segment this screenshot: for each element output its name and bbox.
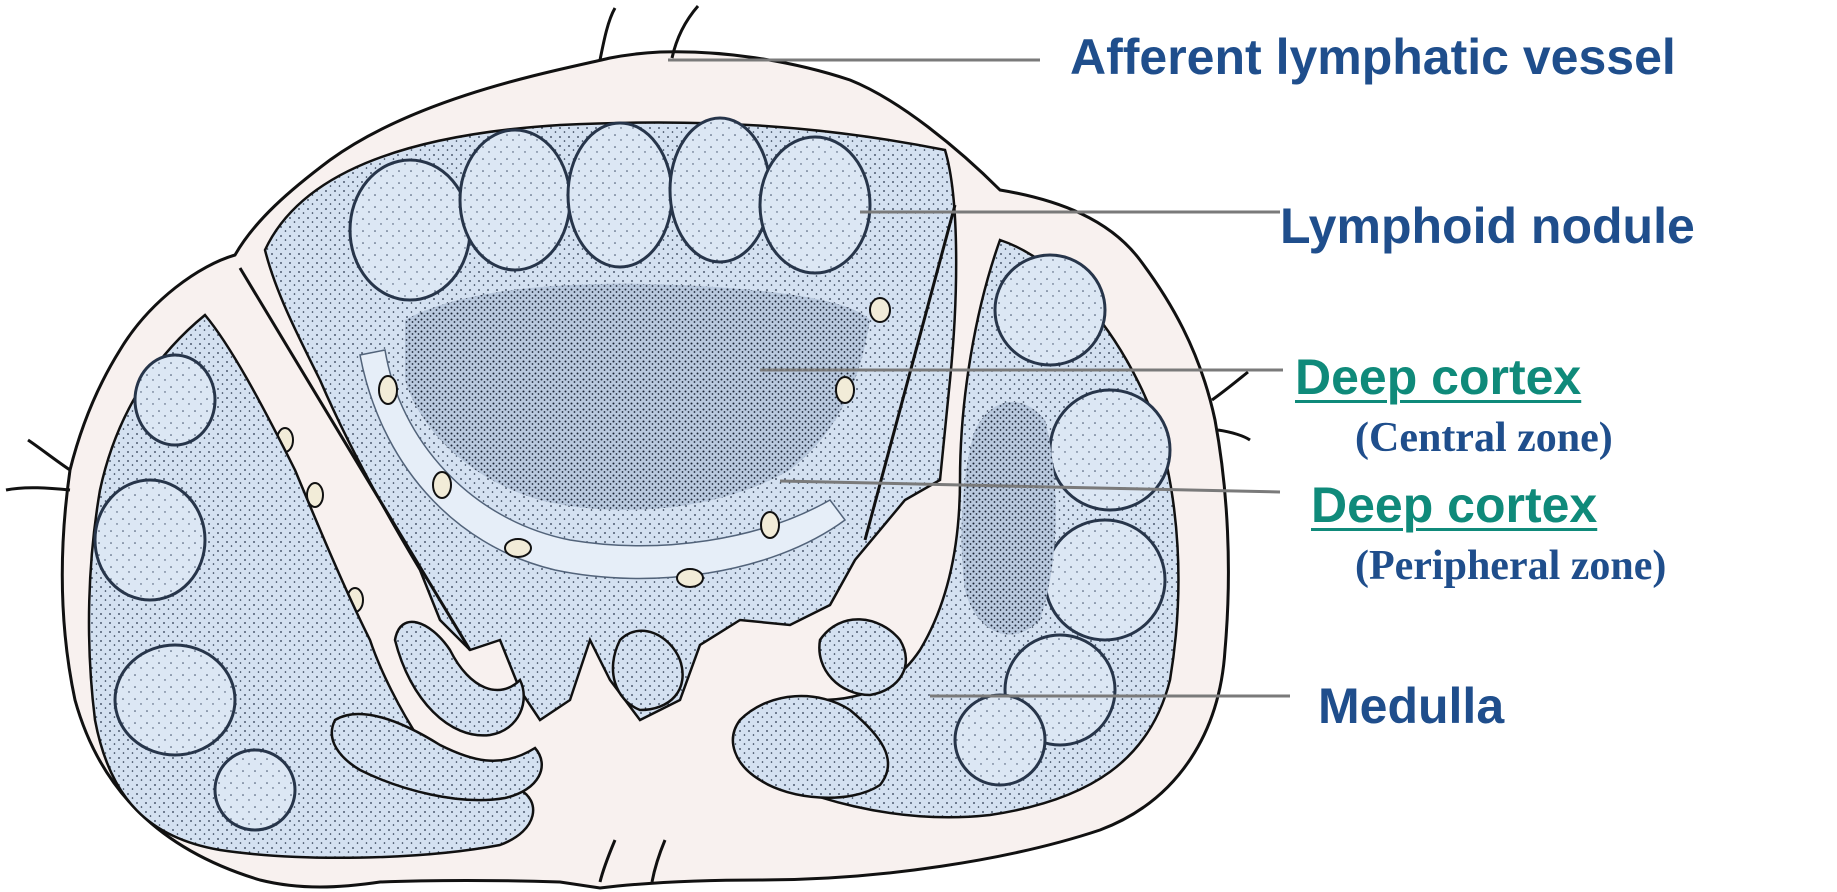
label-lymphoid-nodule: Lymphoid nodule xyxy=(1280,197,1695,255)
nodule xyxy=(115,645,235,755)
label-medulla: Medulla xyxy=(1318,677,1504,735)
label-central-zone: (Central zone) xyxy=(1355,414,1613,462)
nodule xyxy=(760,137,870,273)
nodule xyxy=(1050,390,1170,510)
vessel-left xyxy=(6,440,70,490)
nodule xyxy=(568,123,672,267)
nodule xyxy=(670,118,770,262)
label-afferent-lymphatic-vessel: Afferent lymphatic vessel xyxy=(1070,28,1676,86)
nodule xyxy=(95,480,205,600)
right-deep-cortex xyxy=(962,402,1056,635)
nodule xyxy=(350,160,470,300)
label-deep-cortex-central: Deep cortex xyxy=(1295,348,1581,406)
nodule xyxy=(135,355,215,445)
label-deep-cortex-peripheral: Deep cortex xyxy=(1311,476,1597,534)
nodule xyxy=(460,130,570,270)
nodule xyxy=(1045,520,1165,640)
nodule xyxy=(215,750,295,830)
nodule xyxy=(995,255,1105,365)
nodule xyxy=(955,695,1045,785)
label-peripheral-zone: (Peripheral zone) xyxy=(1355,542,1666,590)
